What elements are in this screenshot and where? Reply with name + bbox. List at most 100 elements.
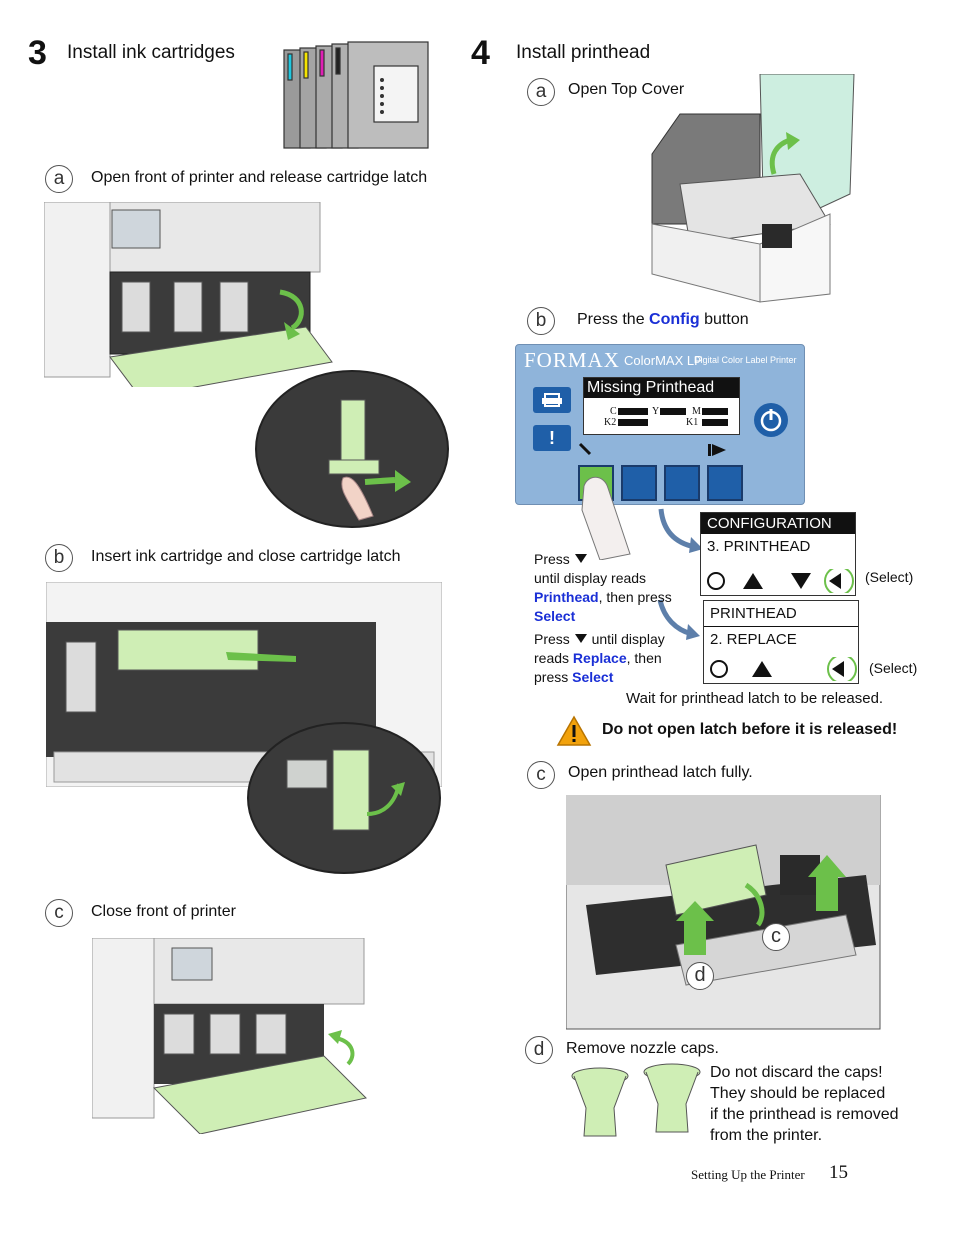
lcd2-select-label: (Select) xyxy=(869,660,918,676)
panel-subtitle: Digital Color Label Printer xyxy=(694,355,797,365)
enter-arrow-icon xyxy=(829,573,841,589)
caps-note-line-2: They should be replaced xyxy=(710,1085,886,1102)
panel-button-3[interactable] xyxy=(664,465,700,501)
ink-y-bar xyxy=(660,408,686,415)
panel-button-4[interactable] xyxy=(707,465,743,501)
cartridge-latch-zoom-illustration xyxy=(255,370,449,528)
back-icon xyxy=(710,660,728,678)
printer-front-open-illustration xyxy=(44,202,333,387)
down-arrow-icon xyxy=(574,554,587,563)
instr1-select: Select xyxy=(534,608,576,624)
cartridge-insert-zoom-illustration xyxy=(247,722,441,874)
ink-k2: K2 xyxy=(604,417,617,428)
instr1-press: Press xyxy=(534,551,570,567)
panel-brand: FORMAX xyxy=(524,348,620,372)
lcd1-line: 3. PRINTHEAD xyxy=(707,538,811,555)
panel-model: ColorMAX LP xyxy=(624,353,703,368)
config-highlight: Config xyxy=(649,311,700,328)
power-icon xyxy=(760,409,782,432)
section-3-title: Install ink cartridges xyxy=(67,42,235,63)
step-4a-badge: a xyxy=(527,78,555,106)
step-3b-text: Insert ink cartridge and close cartridge… xyxy=(91,548,401,565)
caps-note-line-4: from the printer. xyxy=(710,1127,823,1144)
wait-text: Wait for printhead latch to be released. xyxy=(626,690,884,707)
ink-c-bar xyxy=(618,408,648,415)
instr1-highlight: Printhead xyxy=(534,589,599,605)
instr1-then: , then press xyxy=(598,589,672,605)
step-4b-badge: b xyxy=(527,307,555,335)
caps-note-line-1: Do not discard the caps! xyxy=(710,1064,883,1081)
printhead-latch-illustration xyxy=(566,795,881,1030)
insert-cartridge-illustration xyxy=(46,582,442,787)
enter-icon xyxy=(712,444,726,456)
caps-note-line-3: if the printhead is removed xyxy=(710,1106,899,1123)
open-top-cover-illustration xyxy=(651,74,855,303)
step-4a-text: Open Top Cover xyxy=(568,81,685,98)
step-3a-text: Open front of printer and release cartri… xyxy=(91,169,428,186)
ink-k2-bar xyxy=(618,419,648,426)
step-3c-badge: c xyxy=(45,899,73,927)
wrench-icon xyxy=(578,442,592,456)
instruction-printhead: Press until display reads Printhead, the… xyxy=(534,550,684,626)
back-icon xyxy=(707,572,725,590)
step-4d-text: Remove nozzle caps. xyxy=(566,1040,719,1057)
instr2-press2: press xyxy=(534,669,573,685)
warning-text: Do not open latch before it is released! xyxy=(602,721,898,738)
blue-arrow-2 xyxy=(657,599,700,640)
panel-display: Missing Printhead C Y M K2 K1 xyxy=(583,377,740,435)
instr2-until: until display xyxy=(587,631,665,647)
lcd-configuration: CONFIGURATION 3. PRINTHEAD xyxy=(700,512,856,596)
down-arrow-icon xyxy=(791,573,811,589)
up-arrow-icon xyxy=(752,661,772,677)
section-4-title: Install printhead xyxy=(516,42,651,63)
ink-k1-bar xyxy=(702,419,728,426)
instr2-reads: reads xyxy=(534,650,573,666)
step-4d-badge: d xyxy=(525,1036,553,1064)
instr2-highlight: Replace xyxy=(572,650,627,666)
instr2-then: , then xyxy=(626,650,662,666)
lcd1-header: CONFIGURATION xyxy=(701,513,855,534)
display-message: Missing Printhead xyxy=(584,378,739,398)
printer-button[interactable] xyxy=(533,387,571,413)
enter-arrow-icon xyxy=(832,661,844,677)
power-button[interactable] xyxy=(754,403,788,437)
down-arrow-icon xyxy=(574,634,587,643)
printer-icon xyxy=(542,393,562,407)
lcd1-select-label: (Select) xyxy=(865,569,914,585)
footer-section: Setting Up the Printer xyxy=(691,1167,805,1182)
step-4c-text: Open printhead latch fully. xyxy=(568,764,753,781)
lcd2-icons xyxy=(710,657,857,681)
ink-m: M xyxy=(692,406,701,417)
ink-cartridges-illustration xyxy=(283,41,429,149)
ink-m-bar xyxy=(702,408,728,415)
step-3c-text: Close front of printer xyxy=(91,903,236,920)
instr2-select: Select xyxy=(572,669,614,685)
instr2-press: Press xyxy=(534,631,570,647)
section-3-number: 3 xyxy=(28,34,47,72)
instruction-replace: Press until display reads Replace, then … xyxy=(534,630,684,687)
finger-icon xyxy=(581,476,631,560)
step-3a-badge: a xyxy=(45,165,73,193)
step-4b-post: button xyxy=(699,311,749,328)
nozzle-caps-illustration xyxy=(571,1063,701,1137)
step-3b-badge: b xyxy=(45,544,73,572)
alert-button[interactable]: ! xyxy=(533,425,571,451)
callout-d: d xyxy=(686,962,714,990)
up-arrow-icon xyxy=(743,573,763,589)
blue-arrow-1 xyxy=(658,508,703,553)
section-4-number: 4 xyxy=(471,34,490,72)
printer-front-close-illustration xyxy=(92,938,368,1134)
instr1-until: until display reads xyxy=(534,570,647,586)
ink-c: C xyxy=(610,406,617,417)
step-4b-pre: Press the xyxy=(577,311,650,328)
callout-c: c xyxy=(762,923,790,951)
ink-k1: K1 xyxy=(686,417,699,428)
control-panel: FORMAX ColorMAX LP Digital Color Label P… xyxy=(515,344,805,505)
caps-note: Do not discard the caps! They should be … xyxy=(710,1062,899,1146)
page-number: 15 xyxy=(829,1162,848,1183)
step-4c-badge: c xyxy=(527,761,555,789)
lcd-printhead: PRINTHEAD 2. REPLACE xyxy=(703,600,859,684)
ink-y: Y xyxy=(652,406,660,417)
panel-button-2[interactable] xyxy=(621,465,657,501)
panel-icons-row xyxy=(578,442,726,456)
